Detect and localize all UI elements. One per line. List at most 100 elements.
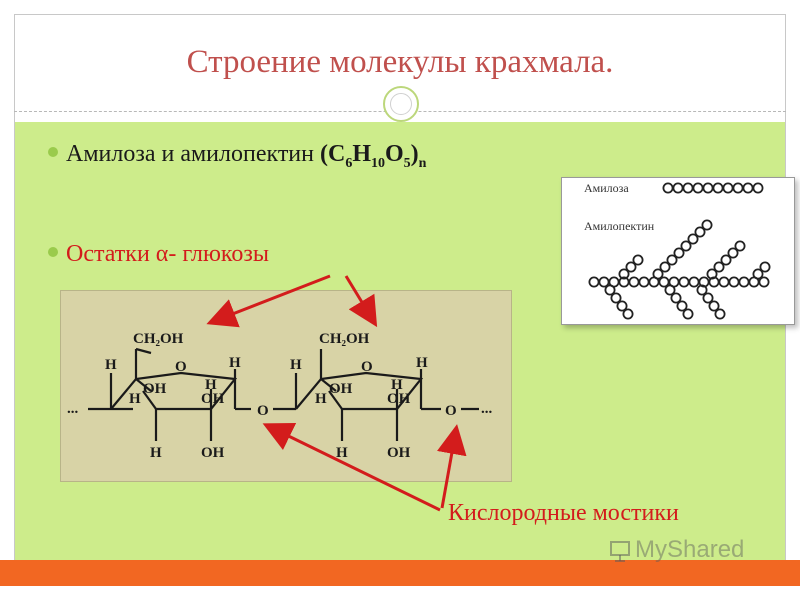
- glucose-unit-ring: [622, 308, 634, 320]
- glucose-unit-ring: [727, 247, 739, 259]
- inset-diagram: Амилоза Амилопектин: [584, 181, 771, 320]
- glucose-structure-panel: CH₂OH CH₂OH O O H H H H H H H H OH OH OH…: [60, 290, 512, 482]
- h-atom: H: [416, 355, 428, 371]
- structure-atoms: CH₂OH CH₂OH O O H H H H H H H H OH OH OH…: [67, 331, 493, 461]
- glucose-unit-ring: [673, 247, 685, 259]
- oh-group: OH: [329, 381, 353, 397]
- glucose-unit-ring: [712, 182, 724, 194]
- glucose-unit-ring: [604, 284, 616, 296]
- h-atom: H: [229, 355, 241, 371]
- formula-n: n: [418, 155, 427, 171]
- bridge-oxygen-2: O: [445, 403, 457, 419]
- glucose-unit-ring: [672, 182, 684, 194]
- bridge-oxygen-1: O: [257, 403, 269, 419]
- glucose-unit-ring: [702, 182, 714, 194]
- glucose-unit-ring: [688, 276, 700, 288]
- glucose-unit-ring: [610, 292, 622, 304]
- glucose-unit-ring: [692, 182, 704, 194]
- presentation-icon: [610, 540, 630, 562]
- glucose-unit-ring: [628, 276, 640, 288]
- glucose-unit-ring: [616, 300, 628, 312]
- ring-oxygen-1: O: [175, 359, 187, 375]
- formula-open: (C: [320, 141, 346, 167]
- glucose-unit-ring: [625, 261, 637, 273]
- formula-c-count: 6: [345, 155, 353, 171]
- glucose-unit-ring: [618, 268, 630, 280]
- glucose-unit-ring: [666, 254, 678, 266]
- alpha-symbol: α: [155, 241, 169, 267]
- amylose-amylopectin-inset: Амилоза Амилопектин: [561, 177, 795, 325]
- glucose-unit-ring: [758, 276, 770, 288]
- formula-h: H: [352, 141, 371, 167]
- h-atom: H: [129, 391, 141, 407]
- glucose-unit-ring: [678, 276, 690, 288]
- glucose-unit-ring: [694, 226, 706, 238]
- footer-bar: [0, 560, 800, 586]
- glucose-unit-ring: [708, 300, 720, 312]
- bullet-dot-icon: [48, 247, 58, 258]
- h-atom: H: [391, 377, 403, 393]
- glucose-unit-ring: [722, 182, 734, 194]
- oh-group: OH: [201, 445, 225, 461]
- bullet-dot-icon: [48, 147, 58, 158]
- glucose-structure-diagram: CH₂OH CH₂OH O O H H H H H H H H OH OH OH…: [67, 331, 493, 461]
- h-atom: H: [150, 445, 162, 461]
- formula-h-count: 10: [371, 155, 385, 171]
- chain-dots-right: ...: [481, 401, 493, 417]
- bullet-amylose-amylopectin: Амилоза и амилопектин (C6H10O5)n: [48, 141, 426, 172]
- glucose-unit-ring: [662, 182, 674, 194]
- bullet-text-suffix: - глюкозы: [168, 241, 269, 267]
- glucose-unit-ring: [682, 182, 694, 194]
- glucose-unit-ring: [728, 276, 740, 288]
- bullet-text-prefix: Остатки: [66, 241, 156, 267]
- glucose-chains: [588, 182, 771, 320]
- starch-formula: (C6H10O5)n: [320, 141, 426, 171]
- watermark-text: MyShared: [635, 536, 745, 563]
- glucose-unit-ring: [676, 300, 688, 312]
- glucose-unit-ring: [732, 182, 744, 194]
- ch2oh-1: CH₂OH: [133, 331, 184, 347]
- glucose-unit-ring: [752, 268, 764, 280]
- ring-1: [110, 371, 238, 411]
- watermark: MyShared: [608, 536, 744, 564]
- glucose-unit-ring: [682, 308, 694, 320]
- glucose-unit-ring: [706, 268, 718, 280]
- glucose-unit-ring: [670, 292, 682, 304]
- glucose-unit-ring: [702, 292, 714, 304]
- title-ring-ornament: [383, 86, 419, 122]
- glucose-unit-ring: [714, 308, 726, 320]
- bullet-glucose-residues: Остатки α- глюкозы: [48, 241, 269, 268]
- glucose-unit-ring: [734, 240, 746, 252]
- oh-group: OH: [387, 445, 411, 461]
- formula-o: O: [385, 141, 404, 167]
- chain-dots-left: ...: [67, 401, 79, 417]
- glucose-unit-ring: [680, 240, 692, 252]
- glucose-unit-ring: [742, 182, 754, 194]
- glucose-unit-ring: [588, 276, 600, 288]
- glucose-unit-ring: [659, 261, 671, 273]
- ring-oxygen-2: O: [361, 359, 373, 375]
- bullet-text: Амилоза и амилопектин: [66, 141, 320, 167]
- h-atom: H: [336, 445, 348, 461]
- h-atom: H: [205, 377, 217, 393]
- glucose-unit-ring: [687, 233, 699, 245]
- glucose-unit-ring: [632, 254, 644, 266]
- glucose-unit-ring: [752, 182, 764, 194]
- h-atom: H: [290, 357, 302, 373]
- formula-close: ): [410, 141, 419, 167]
- glucose-unit-ring: [718, 276, 730, 288]
- glucose-unit-ring: [738, 276, 750, 288]
- glucose-unit-ring: [598, 276, 610, 288]
- glucose-unit-ring: [713, 261, 725, 273]
- glucose-unit-ring: [658, 276, 670, 288]
- structure-bonds: [88, 347, 479, 441]
- oh-group: OH: [143, 381, 167, 397]
- amylopectin-label: Амилопектин: [584, 219, 655, 233]
- oxygen-bridges-label: Кислородные мостики: [448, 500, 679, 526]
- oh-group: OH: [201, 391, 225, 407]
- ring-2: [295, 371, 424, 411]
- formula-o-count: 5: [403, 155, 411, 171]
- ch2oh-2: CH₂OH: [319, 331, 370, 347]
- h-atom: H: [315, 391, 327, 407]
- glucose-unit-ring: [759, 261, 771, 273]
